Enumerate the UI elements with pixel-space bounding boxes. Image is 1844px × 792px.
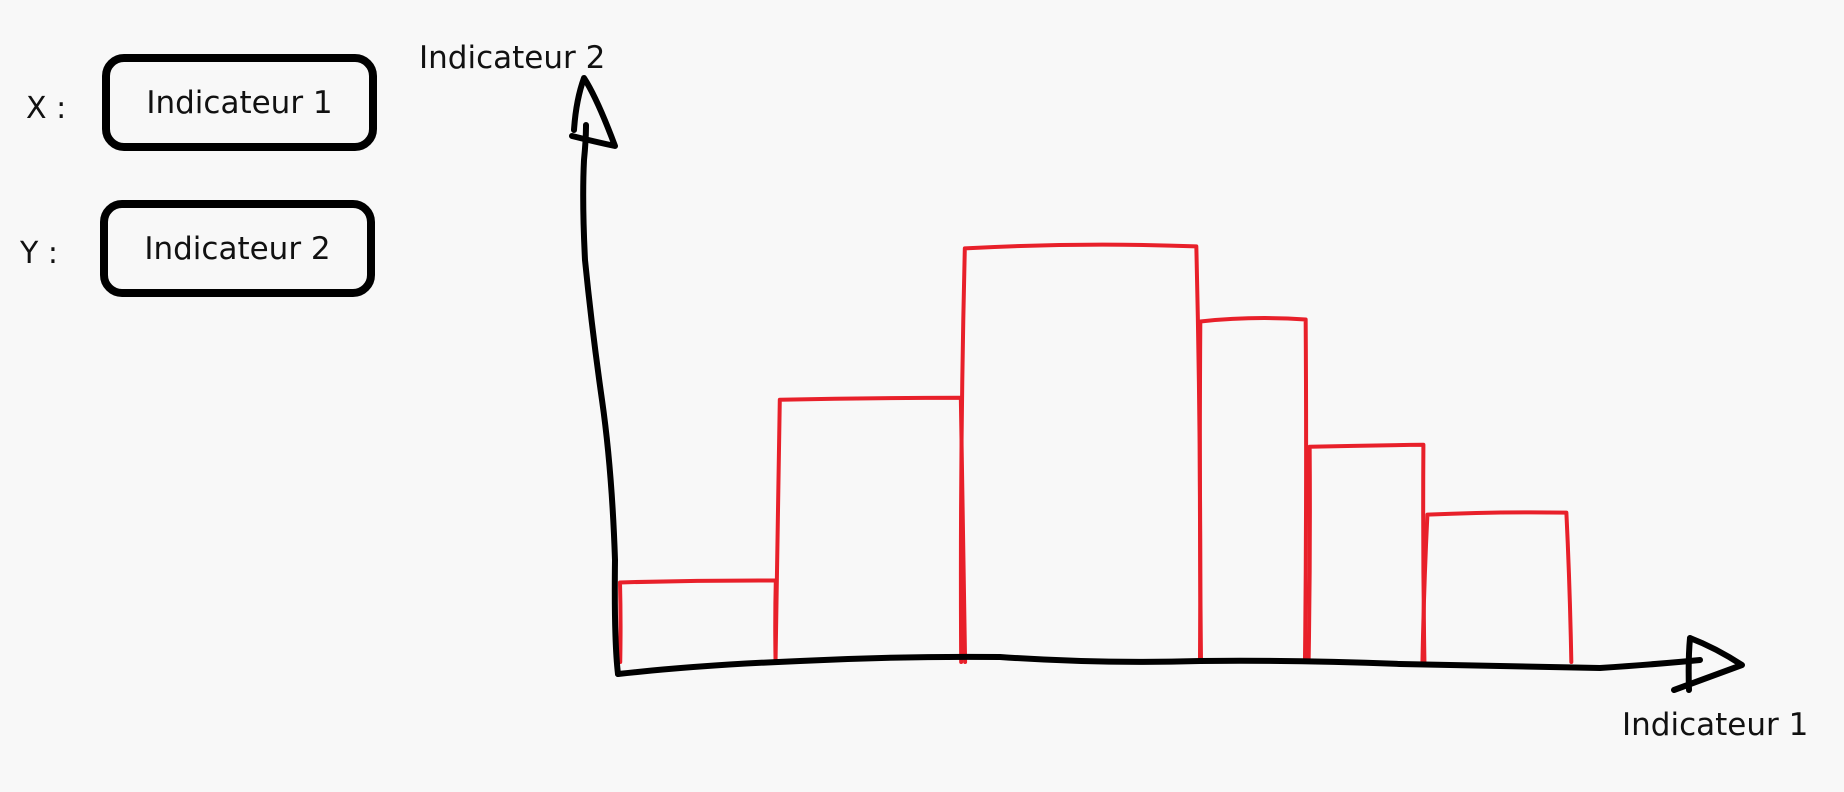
y-selector-label: Y :	[20, 236, 58, 271]
x-axis-title: Indicateur 1	[1622, 707, 1809, 743]
x-indicator-select[interactable]: Indicateur 1	[102, 54, 377, 151]
x-indicator-value: Indicateur 1	[146, 84, 333, 121]
histogram-bar	[618, 578, 778, 664]
axes-layer	[569, 75, 1745, 693]
histogram-bar	[773, 395, 968, 664]
y-axis-arrow-icon	[569, 75, 618, 149]
y-axis-title: Indicateur 2	[419, 40, 606, 76]
y-indicator-select[interactable]: Indicateur 2	[100, 200, 375, 297]
y-indicator-value: Indicateur 2	[144, 230, 331, 267]
x-axis-arrow-icon	[1671, 635, 1745, 693]
bars-layer	[618, 242, 1574, 664]
x-axis-line	[615, 653, 1703, 677]
histogram-bar	[958, 242, 1203, 664]
x-selector-label: X :	[26, 91, 67, 126]
histogram-bar	[1306, 442, 1427, 664]
histogram-bar	[1197, 316, 1309, 664]
histogram-bar	[1420, 510, 1574, 664]
y-axis-line	[580, 122, 621, 677]
